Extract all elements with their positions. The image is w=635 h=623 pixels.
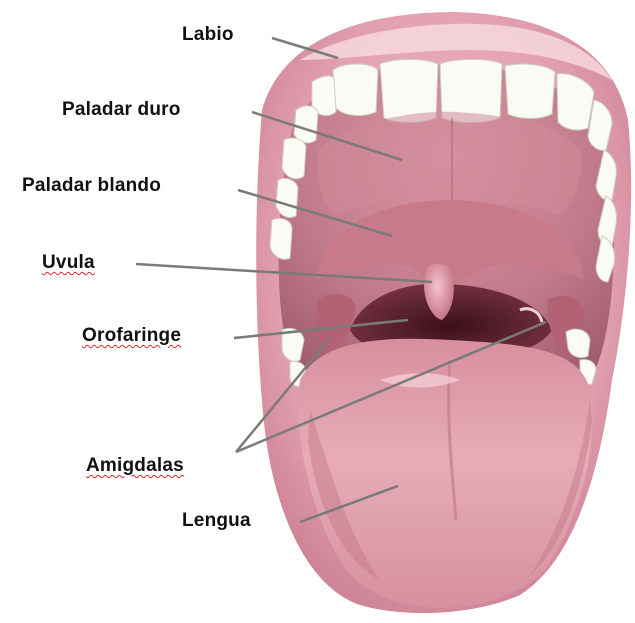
label-orofaringe: Orofaringe (82, 325, 181, 347)
label-paladar-duro: Paladar duro (62, 99, 181, 121)
label-amigdalas: Amigdalas (86, 455, 184, 477)
label-lengua: Lengua (182, 510, 251, 532)
label-labio: Labio (182, 24, 234, 46)
label-uvula: Uvula (42, 252, 95, 274)
label-paladar-blando: Paladar blando (22, 175, 161, 197)
